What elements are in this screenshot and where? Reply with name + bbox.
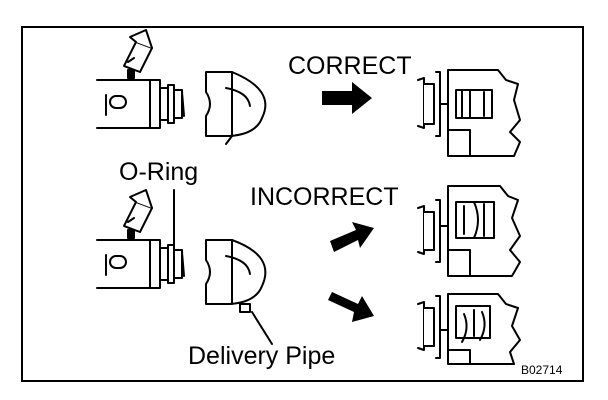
injector-bottom xyxy=(96,189,185,289)
delivery-pipe-bottom xyxy=(205,239,267,313)
figure-code: B02714 xyxy=(521,363,563,377)
label-o-ring: O-Ring xyxy=(119,158,199,186)
injector-top xyxy=(96,29,185,129)
assembly-correct xyxy=(417,69,521,157)
label-correct: CORRECT xyxy=(288,52,412,80)
assembly-incorrect-1 xyxy=(417,185,521,277)
arrow-incorrect-1 xyxy=(330,222,374,252)
label-delivery-pipe: Delivery Pipe xyxy=(188,342,336,370)
arrow-correct xyxy=(322,82,372,114)
leader-delivery-pipe xyxy=(251,311,273,345)
assembly-incorrect-2 xyxy=(417,293,521,365)
arrow-incorrect-2 xyxy=(328,292,374,322)
delivery-pipe-top xyxy=(205,71,267,145)
label-incorrect: INCORRECT xyxy=(250,183,399,211)
